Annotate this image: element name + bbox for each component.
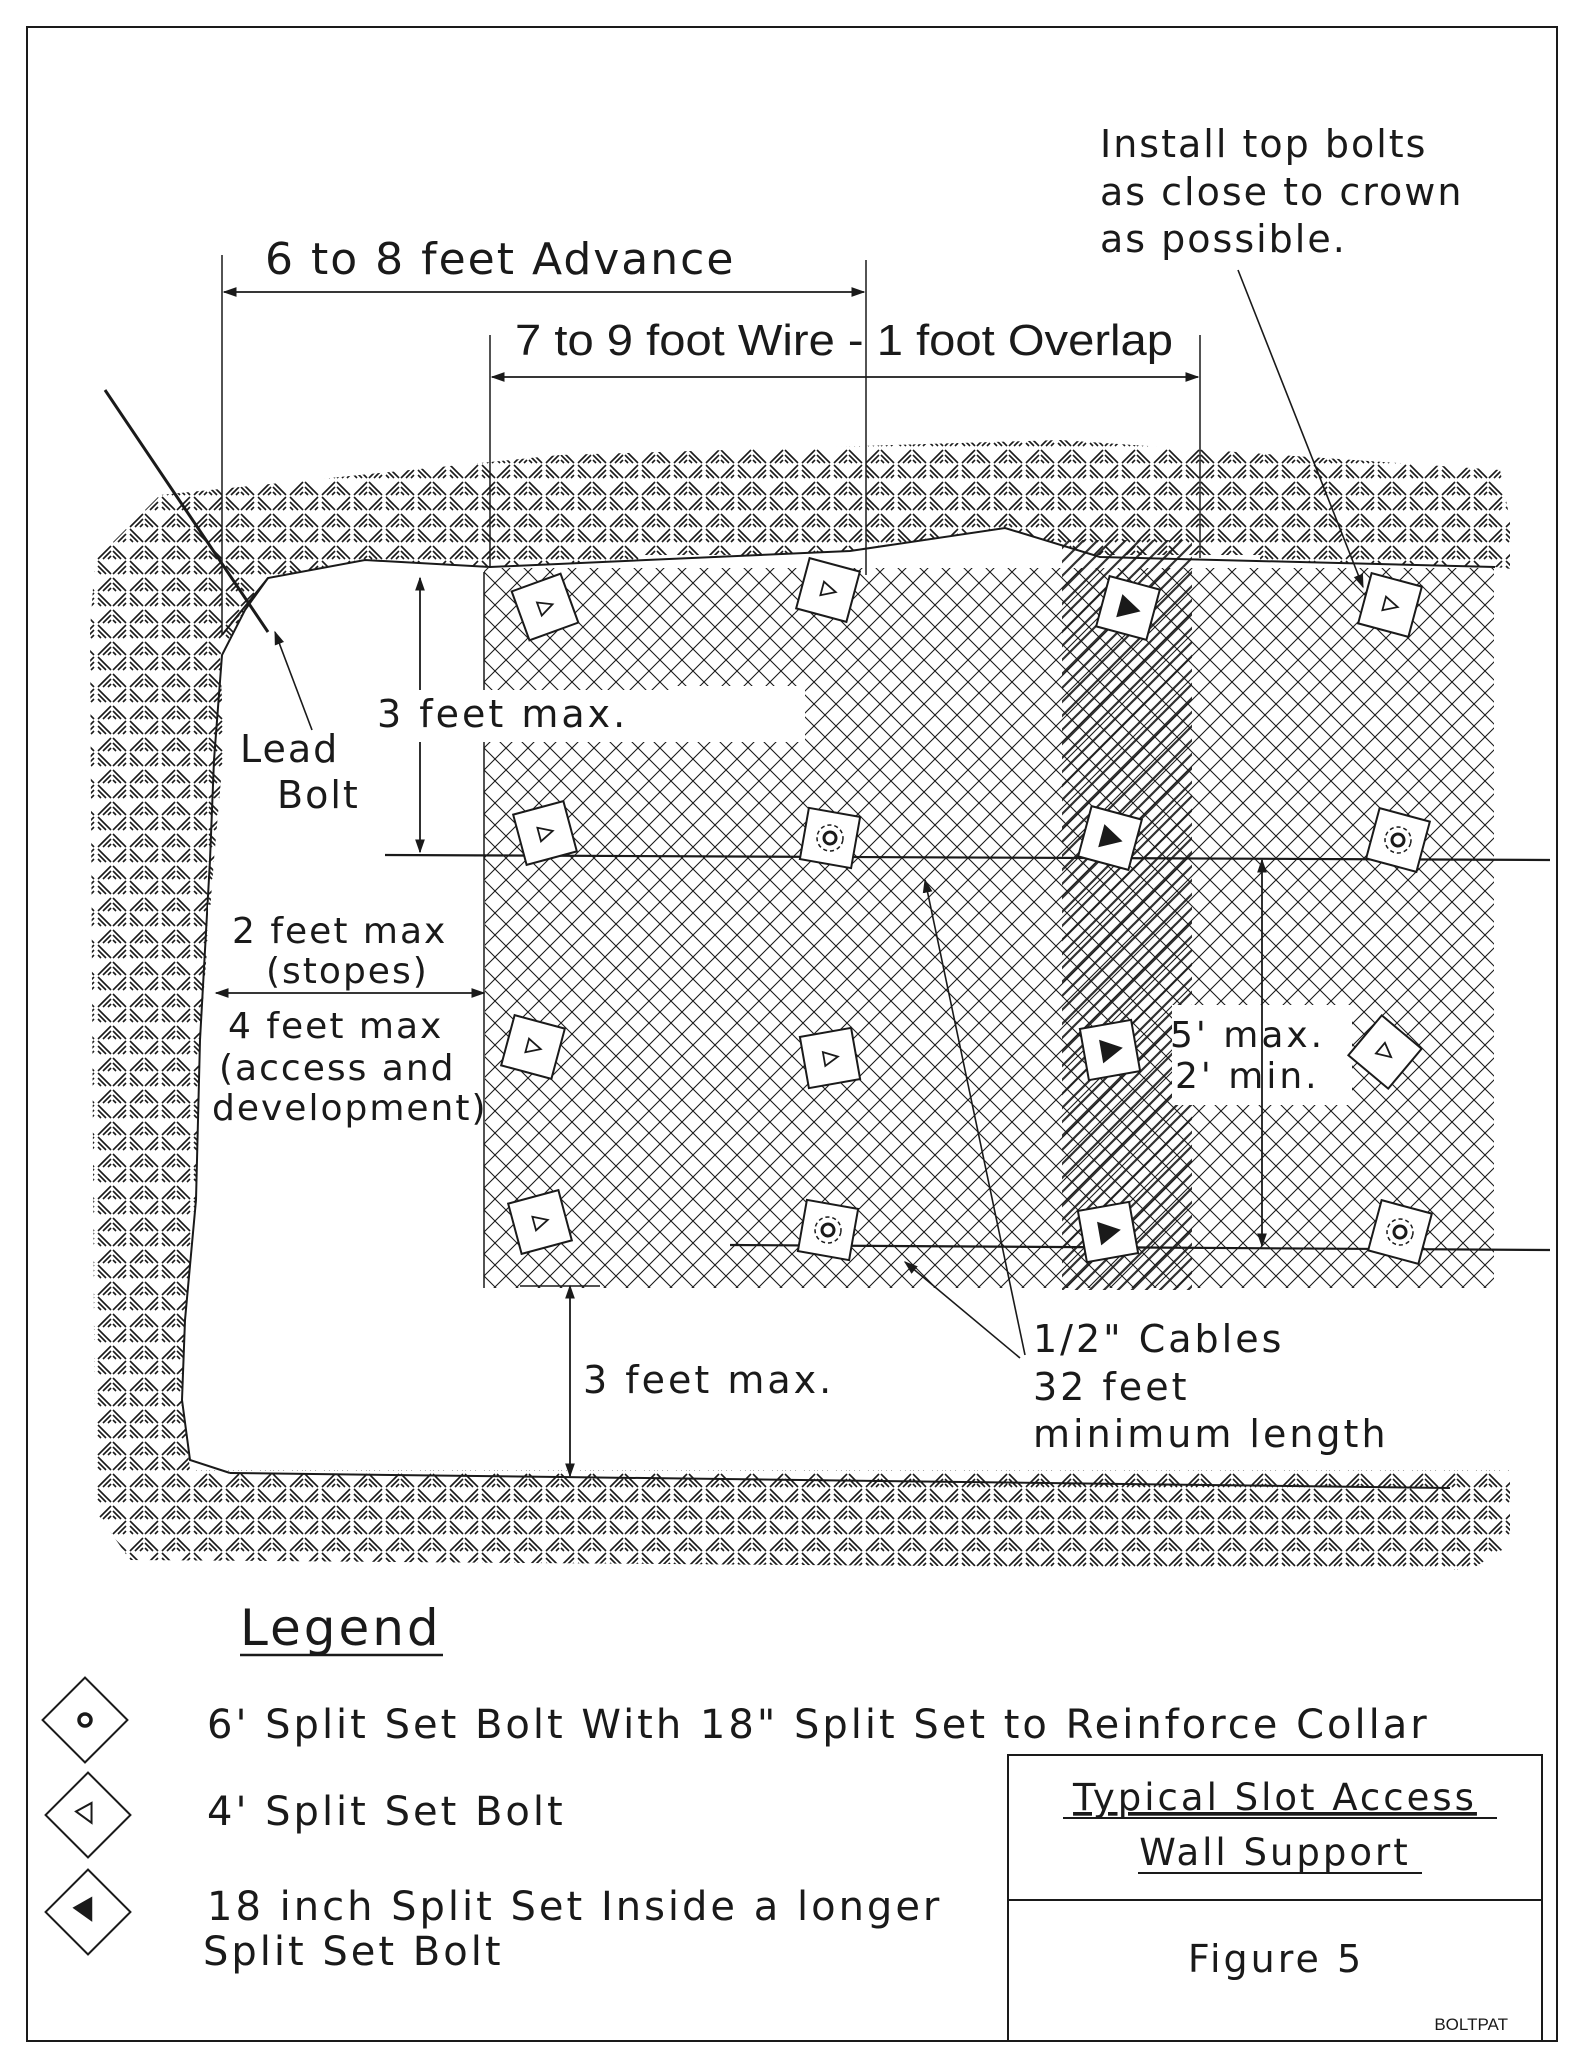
- page-border: [26, 26, 1558, 2042]
- crown-spacing-label: 3 feet max.: [377, 692, 628, 736]
- cables-label-line1: 1/2" Cables: [1033, 1317, 1284, 1361]
- advance-label: 6 to 8 feet Advance: [265, 234, 735, 285]
- drawing-code: BOLTPAT: [1434, 2015, 1508, 2034]
- bolt-6ft-collar: [1364, 806, 1432, 874]
- bolt-4ft: [506, 1188, 574, 1256]
- top-bolts-note-line3: as possible.: [1100, 217, 1347, 261]
- rib-spacing-line5: development): [212, 1088, 488, 1129]
- title-line1: Typical Slot Access: [1072, 1776, 1477, 1819]
- cable-spacing-max: 5' max.: [1170, 1015, 1325, 1056]
- label-knockout: [208, 905, 478, 1125]
- cable-line-upper: [384, 853, 1551, 862]
- title-block: [1007, 1754, 1543, 2042]
- wire-overlap-zone: [1062, 540, 1192, 1290]
- cables-label-line2: 32 feet: [1033, 1365, 1189, 1409]
- legend-item-3-label-line2: Split Set Bolt: [203, 1929, 504, 1975]
- legend-item-2-label: 4' Split Set Bolt: [207, 1789, 566, 1835]
- wire-mesh: [484, 568, 1494, 1288]
- title-line2: Wall Support: [1139, 1831, 1410, 1874]
- bolt-4ft: [499, 1013, 567, 1081]
- bolt-4ft: [1346, 1013, 1424, 1091]
- lead-bolt-label-line1: Lead: [240, 727, 339, 771]
- label-knockout: [370, 690, 680, 742]
- bolt-6ft-collar: [796, 1198, 860, 1262]
- cables-leader-upper: [922, 878, 1026, 1356]
- legend-item-1-label: 6' Split Set Bolt With 18" Split Set to …: [207, 1702, 1430, 1748]
- cables-leader-lower: [903, 1261, 1021, 1359]
- rib-spacing-line2: (stopes): [266, 951, 429, 992]
- label-knockout: [1026, 1310, 1406, 1470]
- bolt-18in-filled: [1076, 1200, 1140, 1264]
- top-bolts-note-line2: as close to crown: [1100, 170, 1463, 214]
- bolt-18in-filled: [1076, 804, 1144, 872]
- bolt-4ft: [511, 799, 579, 867]
- lead-bolt-label-line2: Bolt: [277, 773, 360, 817]
- legend-title: Legend: [240, 1599, 442, 1657]
- cables-label-line3: minimum length: [1033, 1412, 1389, 1456]
- cable-spacing-min: 2' min.: [1175, 1056, 1320, 1097]
- top-bolts-note-line1: Install top bolts: [1100, 122, 1427, 166]
- split-set-bolt-4ft-triangle-icon: [44, 1771, 132, 1859]
- bolt-4ft: [1356, 571, 1424, 639]
- floor-profile-line: [229, 1472, 1451, 1489]
- bolt-4ft: [794, 556, 862, 624]
- bolt-18in-filled: [1094, 574, 1162, 642]
- rib-spacing-line3: 4 feet max: [228, 1006, 443, 1047]
- figure-number: Figure 5: [1188, 1937, 1364, 1981]
- legend-item-3-label: 18 inch Split Set Inside a longer: [207, 1884, 942, 1930]
- split-set-bolt-6ft-circle-icon: [41, 1676, 129, 1764]
- rib-spacing-line4: (access and: [219, 1048, 456, 1089]
- label-knockout: [670, 686, 805, 742]
- bolt-4ft: [798, 1026, 862, 1090]
- split-set-18in-filled-triangle-icon: [44, 1868, 132, 1956]
- bolt-4ft: [510, 572, 580, 642]
- wire-overlap-label: 7 to 9 foot Wire - 1 foot Overlap: [515, 316, 1173, 365]
- crown-profile-line: [221, 526, 1496, 636]
- bolt-6ft-collar: [798, 806, 862, 870]
- lead-bolt-line: [103, 389, 270, 633]
- floor-spacing-label: 3 feet max.: [583, 1358, 834, 1402]
- bolt-6ft-collar: [1366, 1198, 1434, 1266]
- face-profile-line: [180, 577, 269, 1474]
- bolt-18in-filled: [1078, 1018, 1142, 1082]
- rib-spacing-line1: 2 feet max: [232, 911, 447, 952]
- lead-bolt-leader: [274, 630, 313, 731]
- top-bolts-leader: [1237, 269, 1364, 589]
